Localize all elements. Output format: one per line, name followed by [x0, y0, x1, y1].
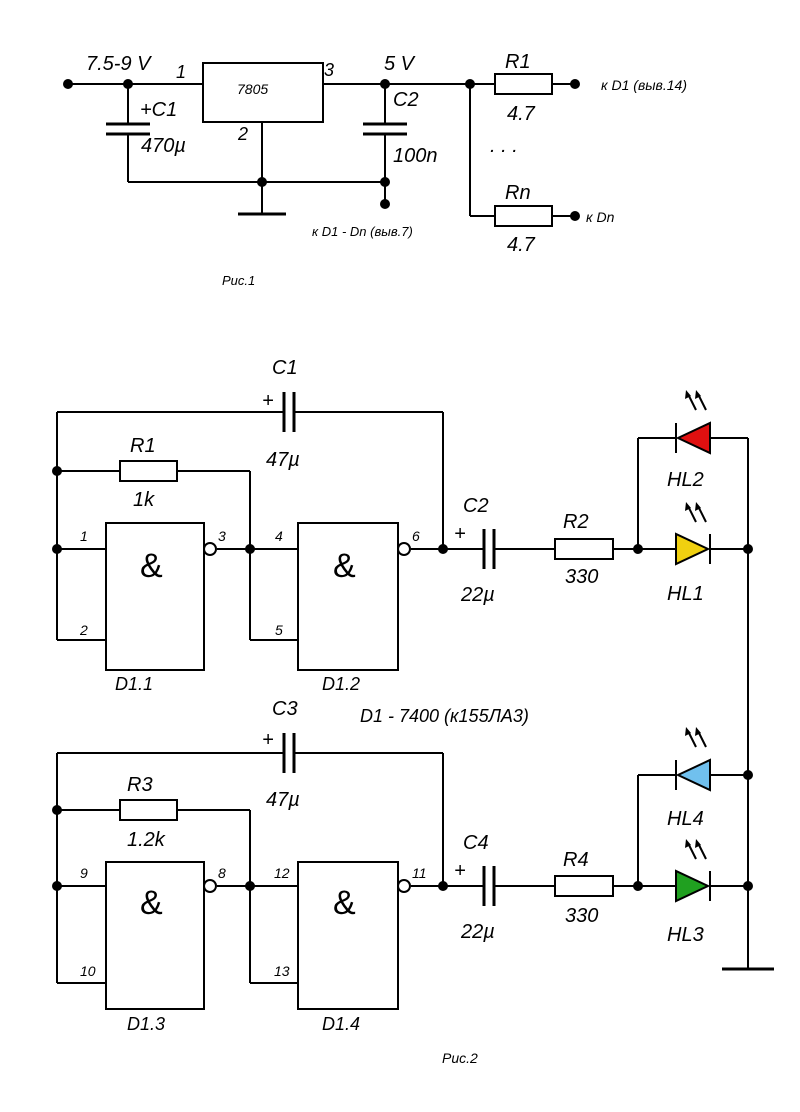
rn-label: Rn [505, 182, 531, 204]
c1-value: 470µ [141, 135, 186, 157]
input-voltage-label: 7.5-9 V [86, 53, 152, 75]
led-hl4 [675, 726, 711, 792]
ellipsis: . . . [490, 135, 518, 157]
regulator-pin3-label: 3 [324, 60, 334, 80]
pin-13-label: 13 [274, 963, 290, 979]
resistor-r1-fig2 [119, 460, 178, 482]
r2-fig2-label: R2 [563, 511, 589, 533]
pin-12-label: 12 [274, 865, 290, 881]
c3-fig2-value: 47µ [266, 789, 300, 811]
r1-value: 4.7 [507, 103, 536, 125]
gate-d1-1 [105, 522, 217, 671]
r4-fig2-label: R4 [563, 849, 589, 871]
r1-label: R1 [505, 51, 531, 73]
capacitor-c1-fig2 [282, 392, 296, 432]
c2-fig2-plus: + [454, 523, 466, 545]
regulator-name: 7805 [237, 81, 268, 97]
top-oscillator-wires [56, 411, 749, 969]
fig1-wires [68, 83, 575, 217]
r4-fig2-value: 330 [565, 905, 598, 927]
pin-11-label: 11 [412, 865, 427, 881]
r1-fig2-value: 1k [133, 489, 155, 511]
c1-fig2-plus: + [262, 390, 274, 412]
c3-fig2-plus: + [262, 729, 274, 751]
pin-6-label: 6 [412, 528, 420, 544]
c1-fig2-value: 47µ [266, 449, 300, 471]
gate-d1-3-name: D1.3 [127, 1014, 165, 1034]
gate-d1-3-symbol: & [140, 884, 163, 922]
c4-fig2-value: 22µ [460, 921, 495, 943]
gate-d1-4-symbol: & [333, 884, 356, 922]
rn-value: 4.7 [507, 234, 536, 256]
resistor-r4-fig2 [554, 875, 614, 897]
gate-d1-1-symbol: & [140, 547, 163, 585]
pin-9-label: 9 [80, 865, 88, 881]
led-hl2 [675, 389, 711, 455]
chip-note: D1 - 7400 (к155ЛА3) [360, 706, 529, 726]
gate-d1-2-name: D1.2 [322, 674, 360, 694]
led-hl3-label: HL3 [667, 924, 704, 946]
gate-d1-2-symbol: & [333, 547, 356, 585]
c4-fig2-plus: + [454, 860, 466, 882]
c1-label: +C1 [140, 99, 177, 121]
pin-2-label: 2 [79, 622, 88, 638]
c3-fig2-label: C3 [272, 698, 298, 720]
output-voltage-label: 5 V [384, 53, 416, 75]
led-hl2-label: HL2 [667, 469, 704, 491]
gate-d1-2 [297, 522, 411, 671]
figure-1-caption: Рис.1 [222, 273, 255, 288]
pin-5-label: 5 [275, 622, 283, 638]
pin-1-label: 1 [80, 528, 88, 544]
c2-fig2-label: C2 [463, 495, 489, 517]
c2-fig2-value: 22µ [460, 584, 495, 606]
r3-fig2-label: R3 [127, 774, 153, 796]
c2-label: C2 [393, 89, 419, 111]
figure-2: C1 + 47µ R1 1k 1 2 3 4 5 6 & & D1.1 D1.2… [52, 357, 774, 1066]
figure-1: 7.5-9 V 1 7805 3 2 +C1 470µ 5 V C2 100n … [63, 51, 687, 288]
gate-d1-4 [297, 861, 411, 1010]
bottom-junctions [52, 770, 753, 891]
capacitor-c1 [106, 122, 150, 136]
led-hl3 [675, 838, 711, 903]
r2-fig2-value: 330 [565, 566, 598, 588]
top-junctions [52, 466, 753, 554]
led-hl4-label: HL4 [667, 808, 704, 830]
resistor-rn [494, 205, 553, 227]
rn-target-label: к Dn [586, 209, 615, 225]
gate-d1-1-name: D1.1 [115, 674, 153, 694]
bottom-oscillator-wires [56, 752, 774, 984]
resistor-r2-fig2 [554, 538, 614, 560]
regulator-pin1-label: 1 [176, 62, 186, 82]
resistor-r3-fig2 [119, 799, 178, 821]
gate-d1-3 [105, 861, 217, 1010]
capacitor-c3-fig2 [282, 733, 296, 773]
pin-4-label: 4 [275, 528, 283, 544]
fig1-junctions [63, 79, 580, 221]
capacitor-c4-fig2 [482, 866, 496, 906]
pin-10-label: 10 [80, 963, 96, 979]
r1-target-label: к D1 (выв.14) [601, 77, 687, 93]
c4-fig2-label: C4 [463, 832, 489, 854]
resistor-r1 [494, 73, 553, 95]
ground-target-label: к D1 - Dn (выв.7) [312, 224, 413, 239]
capacitor-c2-fig2 [482, 529, 496, 569]
regulator-7805 [202, 62, 324, 123]
r1-fig2-label: R1 [130, 435, 156, 457]
pin-3-label: 3 [218, 528, 226, 544]
pin-8-label: 8 [218, 865, 226, 881]
c2-value: 100n [393, 145, 438, 167]
gate-d1-4-name: D1.4 [322, 1014, 360, 1034]
c1-fig2-label: C1 [272, 357, 298, 379]
capacitor-c2 [363, 122, 407, 136]
led-hl1-label: HL1 [667, 583, 704, 605]
r3-fig2-value: 1.2k [127, 829, 166, 851]
figure-2-caption: Рис.2 [442, 1050, 478, 1066]
regulator-pin2-label: 2 [237, 124, 248, 144]
led-hl1 [675, 501, 711, 566]
